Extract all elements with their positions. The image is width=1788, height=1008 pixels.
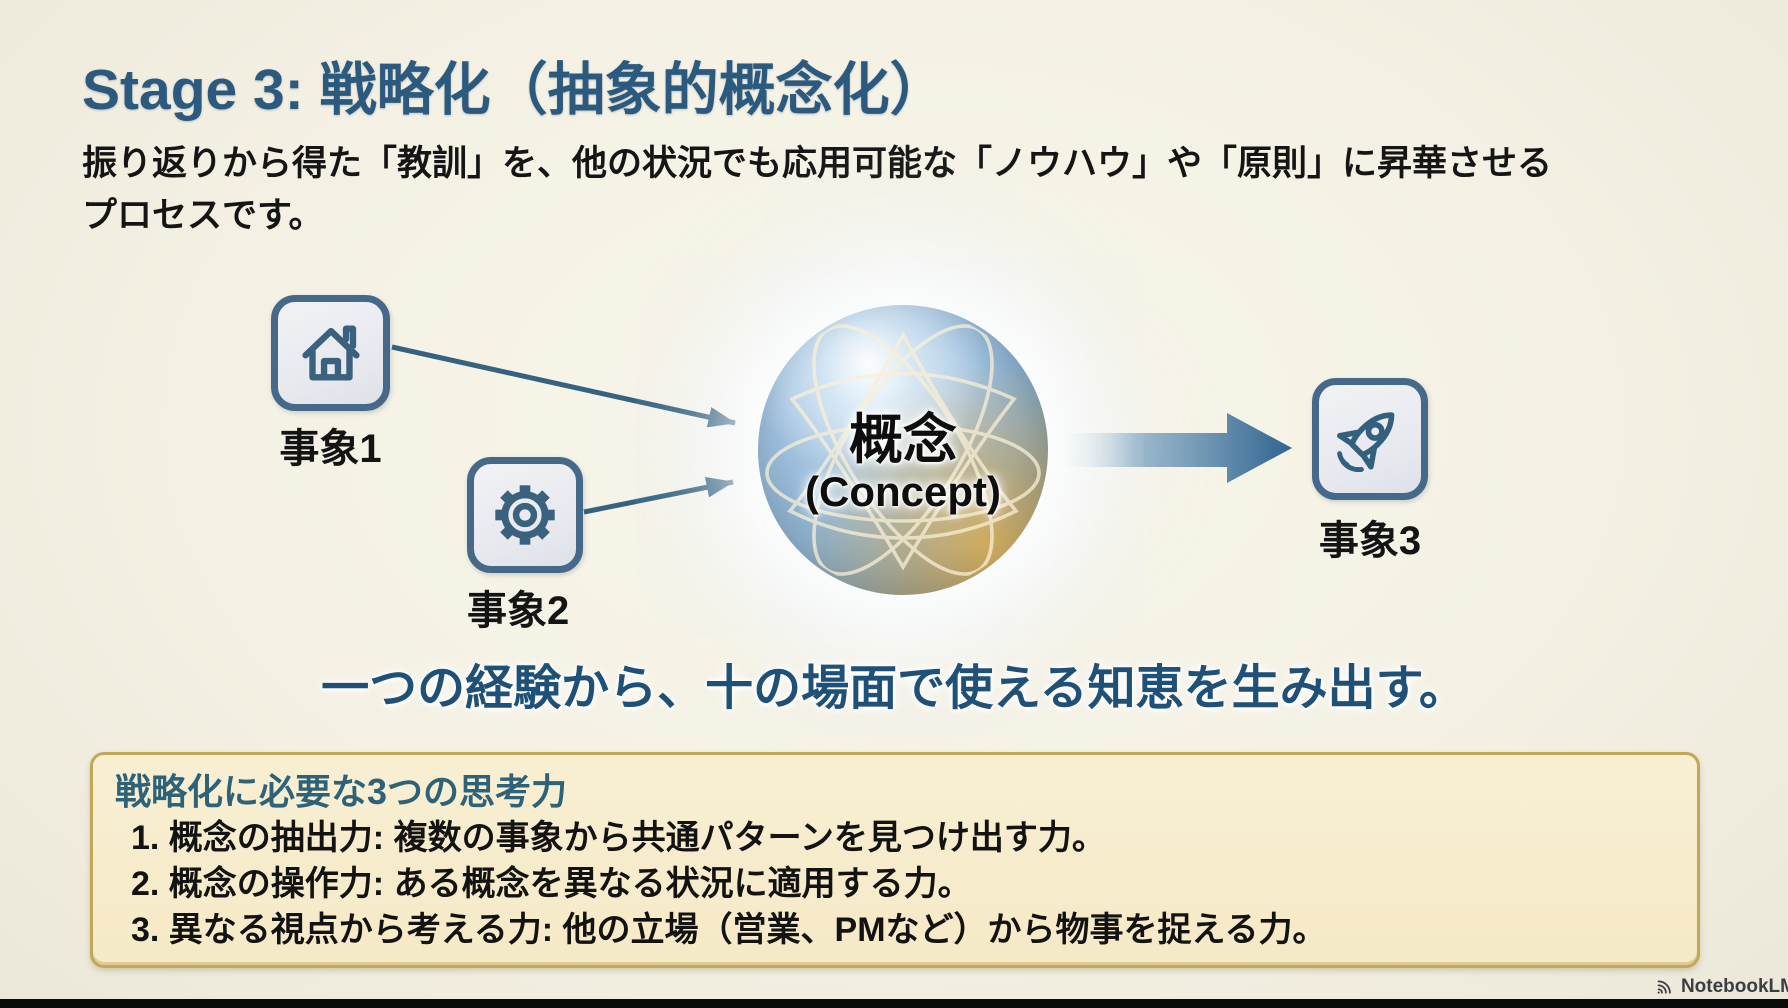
globe-pattern (765, 324, 1041, 576)
arrow-event2-to-concept (583, 477, 735, 515)
arrow-event1-to-concept (391, 344, 737, 428)
page-title: Stage 3: 戦略化（抽象的概念化） (82, 58, 947, 122)
notebooklm-logo-icon (1657, 980, 1671, 994)
watermark: NotebookLM (1655, 976, 1788, 998)
concept-text: 概念 (Concept) (805, 412, 1001, 516)
skills-box-title: 戦略化に必要な3つの思考力 (115, 771, 568, 812)
description-line-2: プロセスです。 (82, 196, 324, 235)
watermark-label: NotebookLM (1680, 976, 1788, 997)
gear-icon (495, 485, 555, 545)
arrow-concept-to-event3 (1068, 413, 1292, 483)
concept-label-ja: 概念 (848, 410, 957, 470)
bottom-bar (0, 999, 1788, 1008)
event1-node (271, 295, 390, 411)
event3-label: 事象3 (1318, 519, 1422, 563)
skills-box: 戦略化に必要な3つの思考力 1. 概念の抽出力: 複数の事象から共通パターンを見… (90, 752, 1700, 968)
tagline: 一つの経験から、十の場面で使える知恵を生み出す。 (321, 662, 1467, 715)
event1-label: 事象1 (279, 427, 382, 471)
event2-node (467, 457, 583, 573)
concept-globe: 概念 (Concept) (758, 305, 1048, 595)
slide-description: 振り返りから得た「教訓」を、他の状況でも応用可能な「ノウハウ」や「原則」に昇華さ… (82, 138, 1552, 242)
concept-label-en: (Concept) (805, 468, 1001, 515)
rocket-icon (1337, 412, 1395, 473)
skills-item-1: 1. 概念の抽出力: 複数の事象から共通パターンを見つけ出す力。 (131, 819, 1106, 857)
skills-item-2: 2. 概念の操作力: ある概念を異なる状況に適用する力。 (131, 865, 972, 903)
skills-item-3: 3. 異なる視点から考える力: 他の立場（営業、PMなど）から物事を捉える力。 (131, 911, 1327, 949)
event3-node (1312, 378, 1428, 500)
description-line-1: 振り返りから得た「教訓」を、他の状況でも応用可能な「ノウハウ」や「原則」に昇華さ… (82, 144, 1553, 183)
home-icon (301, 325, 360, 381)
event2-label: 事象2 (467, 589, 570, 633)
